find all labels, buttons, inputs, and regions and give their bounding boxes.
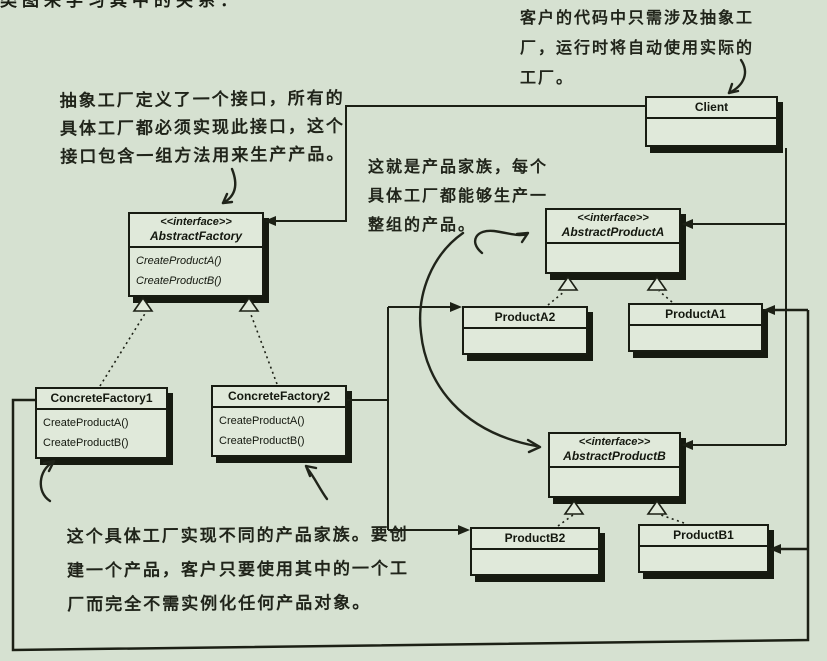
note-line: 厂，运行时将自动使用实际的 xyxy=(520,40,755,57)
class-box-concretefactory1: ConcreteFactory1 CreateProductA() Create… xyxy=(35,387,168,459)
empty-compartment xyxy=(472,550,598,574)
realization-triangle xyxy=(132,296,154,312)
method-createproducta: CreateProductA() xyxy=(136,255,222,267)
realization-productb1-abstractproductb xyxy=(660,514,685,524)
realization-producta1-abstractproducta xyxy=(658,290,673,303)
class-name: ConcreteFactory1 xyxy=(50,391,153,405)
arrowhead xyxy=(458,525,470,535)
clipped-body-text: 类图来学习其中的关系： xyxy=(0,0,242,9)
clipped-body-text-line: 类图来学习其中的关系： xyxy=(0,0,242,9)
realization-productb2-abstractproductb xyxy=(557,514,574,527)
association-concretefactory2-products xyxy=(347,302,470,535)
class-box-abstractfactory: <<interface>> AbstractFactory CreateProd… xyxy=(128,212,264,297)
arrow-cfnote-to-concretefactory2 xyxy=(304,464,329,501)
arrow-afnote-to-abstractfactory xyxy=(221,167,237,205)
note-line: 具体工厂都能够生产一 xyxy=(368,188,549,205)
arrow-cfnote-to-concretefactory1 xyxy=(39,459,56,503)
arrowhead xyxy=(681,219,693,229)
empty-compartment xyxy=(630,326,761,350)
realization-triangle xyxy=(238,296,260,312)
method-createproducta: CreateProductA() xyxy=(43,417,129,429)
realization-producta2-abstractproducta xyxy=(547,290,566,306)
empty-compartment xyxy=(550,468,679,496)
stereotype-label: <<interface>> xyxy=(160,216,232,228)
arrowhead xyxy=(681,440,693,450)
class-name: AbstractFactory xyxy=(149,229,243,243)
note-line: 这个具体工厂实现不同的产品家族。要创 xyxy=(66,524,409,547)
realization-concretefactory2-abstractfactory xyxy=(249,311,278,385)
realization-concretefactory1-abstractfactory xyxy=(99,311,147,387)
empty-compartment xyxy=(647,119,776,145)
note-line: 抽象工厂定义了一个接口，所有的 xyxy=(59,88,345,111)
note-abstract-factory: 抽象工厂定义了一个接口，所有的 具体工厂都必须实现此接口，这个 接口包含一组方法… xyxy=(60,85,346,172)
association-client-abstractproducts xyxy=(681,148,787,450)
realization-triangle xyxy=(557,275,579,291)
method-createproductb: CreateProductB() xyxy=(43,437,129,449)
arrowhead xyxy=(763,305,775,315)
note-line: 整组的产品。 xyxy=(368,217,477,234)
class-name: ProductB1 xyxy=(673,528,734,542)
note-line: 这就是产品家族，每个 xyxy=(368,159,549,176)
note-line: 建一个产品，客户只要使用其中的一个工 xyxy=(66,558,410,581)
class-box-client: Client xyxy=(645,96,778,147)
class-name: ProductA1 xyxy=(665,307,726,321)
realization-triangle xyxy=(646,499,668,515)
empty-compartment xyxy=(547,244,679,272)
note-product-family: 这就是产品家族，每个 具体工厂都能够生产一 整组的产品。 xyxy=(368,153,548,240)
class-box-productb2: ProductB2 xyxy=(470,527,600,576)
class-box-abstractproductb: <<interface>> AbstractProductB xyxy=(548,432,681,498)
realization-triangle xyxy=(646,275,668,291)
empty-compartment xyxy=(464,329,586,353)
method-createproducta: CreateProductA() xyxy=(219,415,305,427)
method-createproductb: CreateProductB() xyxy=(136,275,222,287)
empty-compartment xyxy=(640,547,767,571)
realization-triangle xyxy=(563,499,585,515)
stereotype-label: <<interface>> xyxy=(578,436,651,448)
note-line: 厂而完全不需实例化任何产品对象。 xyxy=(67,593,372,615)
note-concrete-factory: 这个具体工厂实现不同的产品家族。要创 建一个产品，客户只要使用其中的一个工 厂而… xyxy=(67,518,410,622)
arrowhead xyxy=(769,544,781,554)
note-client: 客户的代码中只需涉及抽象工 厂，运行时将自动使用实际的 工厂。 xyxy=(520,4,754,94)
note-line: 接口包含一组方法用来生产产品。 xyxy=(60,144,346,167)
stereotype-label: <<interface>> xyxy=(577,212,649,224)
class-name: AbstractProductA xyxy=(561,225,665,239)
arrowhead xyxy=(450,302,462,312)
note-line: 具体工厂都必须实现此接口，这个 xyxy=(59,116,346,139)
class-name: ProductB2 xyxy=(504,531,566,545)
class-name: Client xyxy=(694,100,729,114)
arrowhead xyxy=(264,216,276,226)
class-box-concretefactory2: ConcreteFactory2 CreateProductA() Create… xyxy=(211,385,347,457)
note-line: 工厂。 xyxy=(520,70,575,87)
class-name: ConcreteFactory2 xyxy=(227,389,331,403)
class-box-producta2: ProductA2 xyxy=(462,306,588,355)
note-line: 客户的代码中只需涉及抽象工 xyxy=(520,10,755,27)
class-name: AbstractProductB xyxy=(563,449,666,463)
class-box-abstractproducta: <<interface>> AbstractProductA xyxy=(545,208,681,274)
class-name: ProductA2 xyxy=(494,310,556,324)
method-createproductb: CreateProductB() xyxy=(219,435,305,447)
class-box-producta1: ProductA1 xyxy=(628,303,763,352)
class-box-productb1: ProductB1 xyxy=(638,524,769,573)
